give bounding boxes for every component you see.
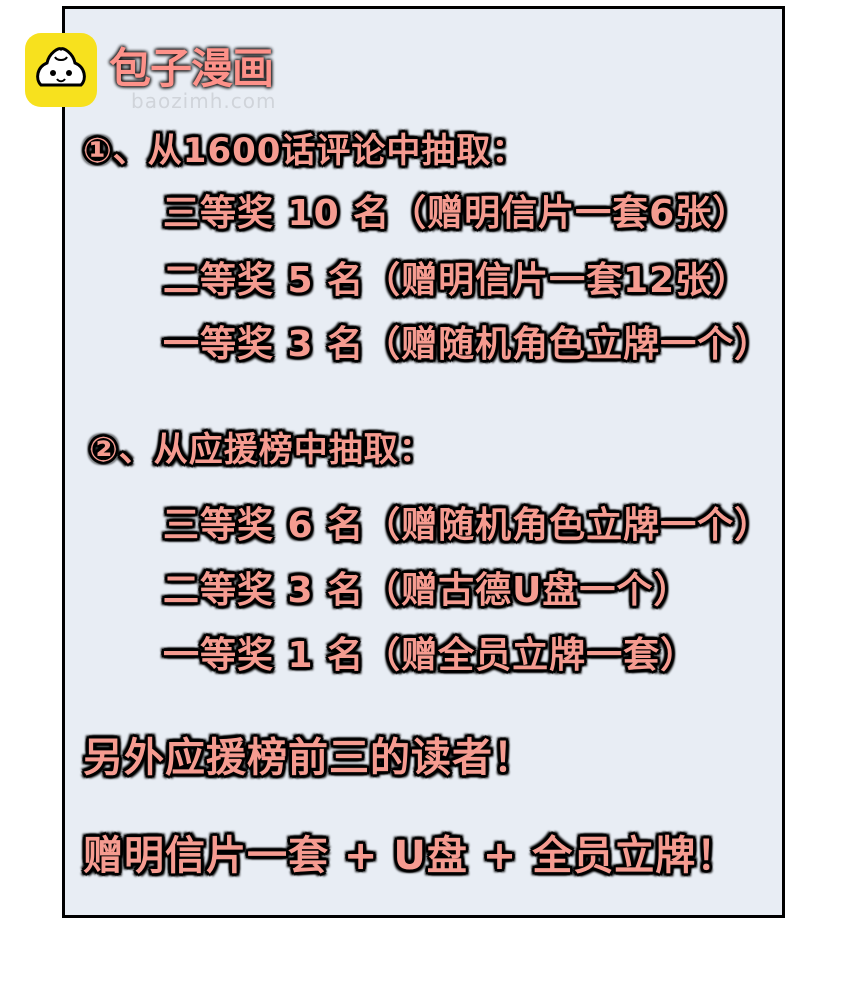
site-watermark: 包子漫画 baozimh.com <box>25 33 315 118</box>
watermark-url: baozimh.com <box>131 89 277 113</box>
section1-heading: ①、从1600话评论中抽取： <box>83 131 527 171</box>
section1-prize-third: 三等奖 10 名（赠明信片一套6张） <box>163 193 750 234</box>
section2-prize-first: 一等奖 1 名（赠全员立牌一套） <box>163 635 698 676</box>
section2-prize-second: 二等奖 3 名（赠古德U盘一个） <box>163 570 691 611</box>
watermark-title: 包子漫画 <box>109 44 274 93</box>
section1-prize-first: 一等奖 3 名（赠随机角色立牌一个） <box>163 324 772 365</box>
section1-prize-second: 二等奖 5 名（赠明信片一套12张） <box>163 260 750 301</box>
section2-heading: ②、从应援榜中抽取： <box>89 430 434 470</box>
bun-icon <box>25 33 97 107</box>
extra-rewards: 赠明信片一套 + U盘 + 全员立牌！ <box>83 833 738 879</box>
announcement-panel: ①、从1600话评论中抽取： 三等奖 10 名（赠明信片一套6张） 二等奖 5 … <box>62 6 785 918</box>
extra-note: 另外应援榜前三的读者！ <box>83 735 534 781</box>
section2-prize-third: 三等奖 6 名（赠随机角色立牌一个） <box>163 505 772 546</box>
